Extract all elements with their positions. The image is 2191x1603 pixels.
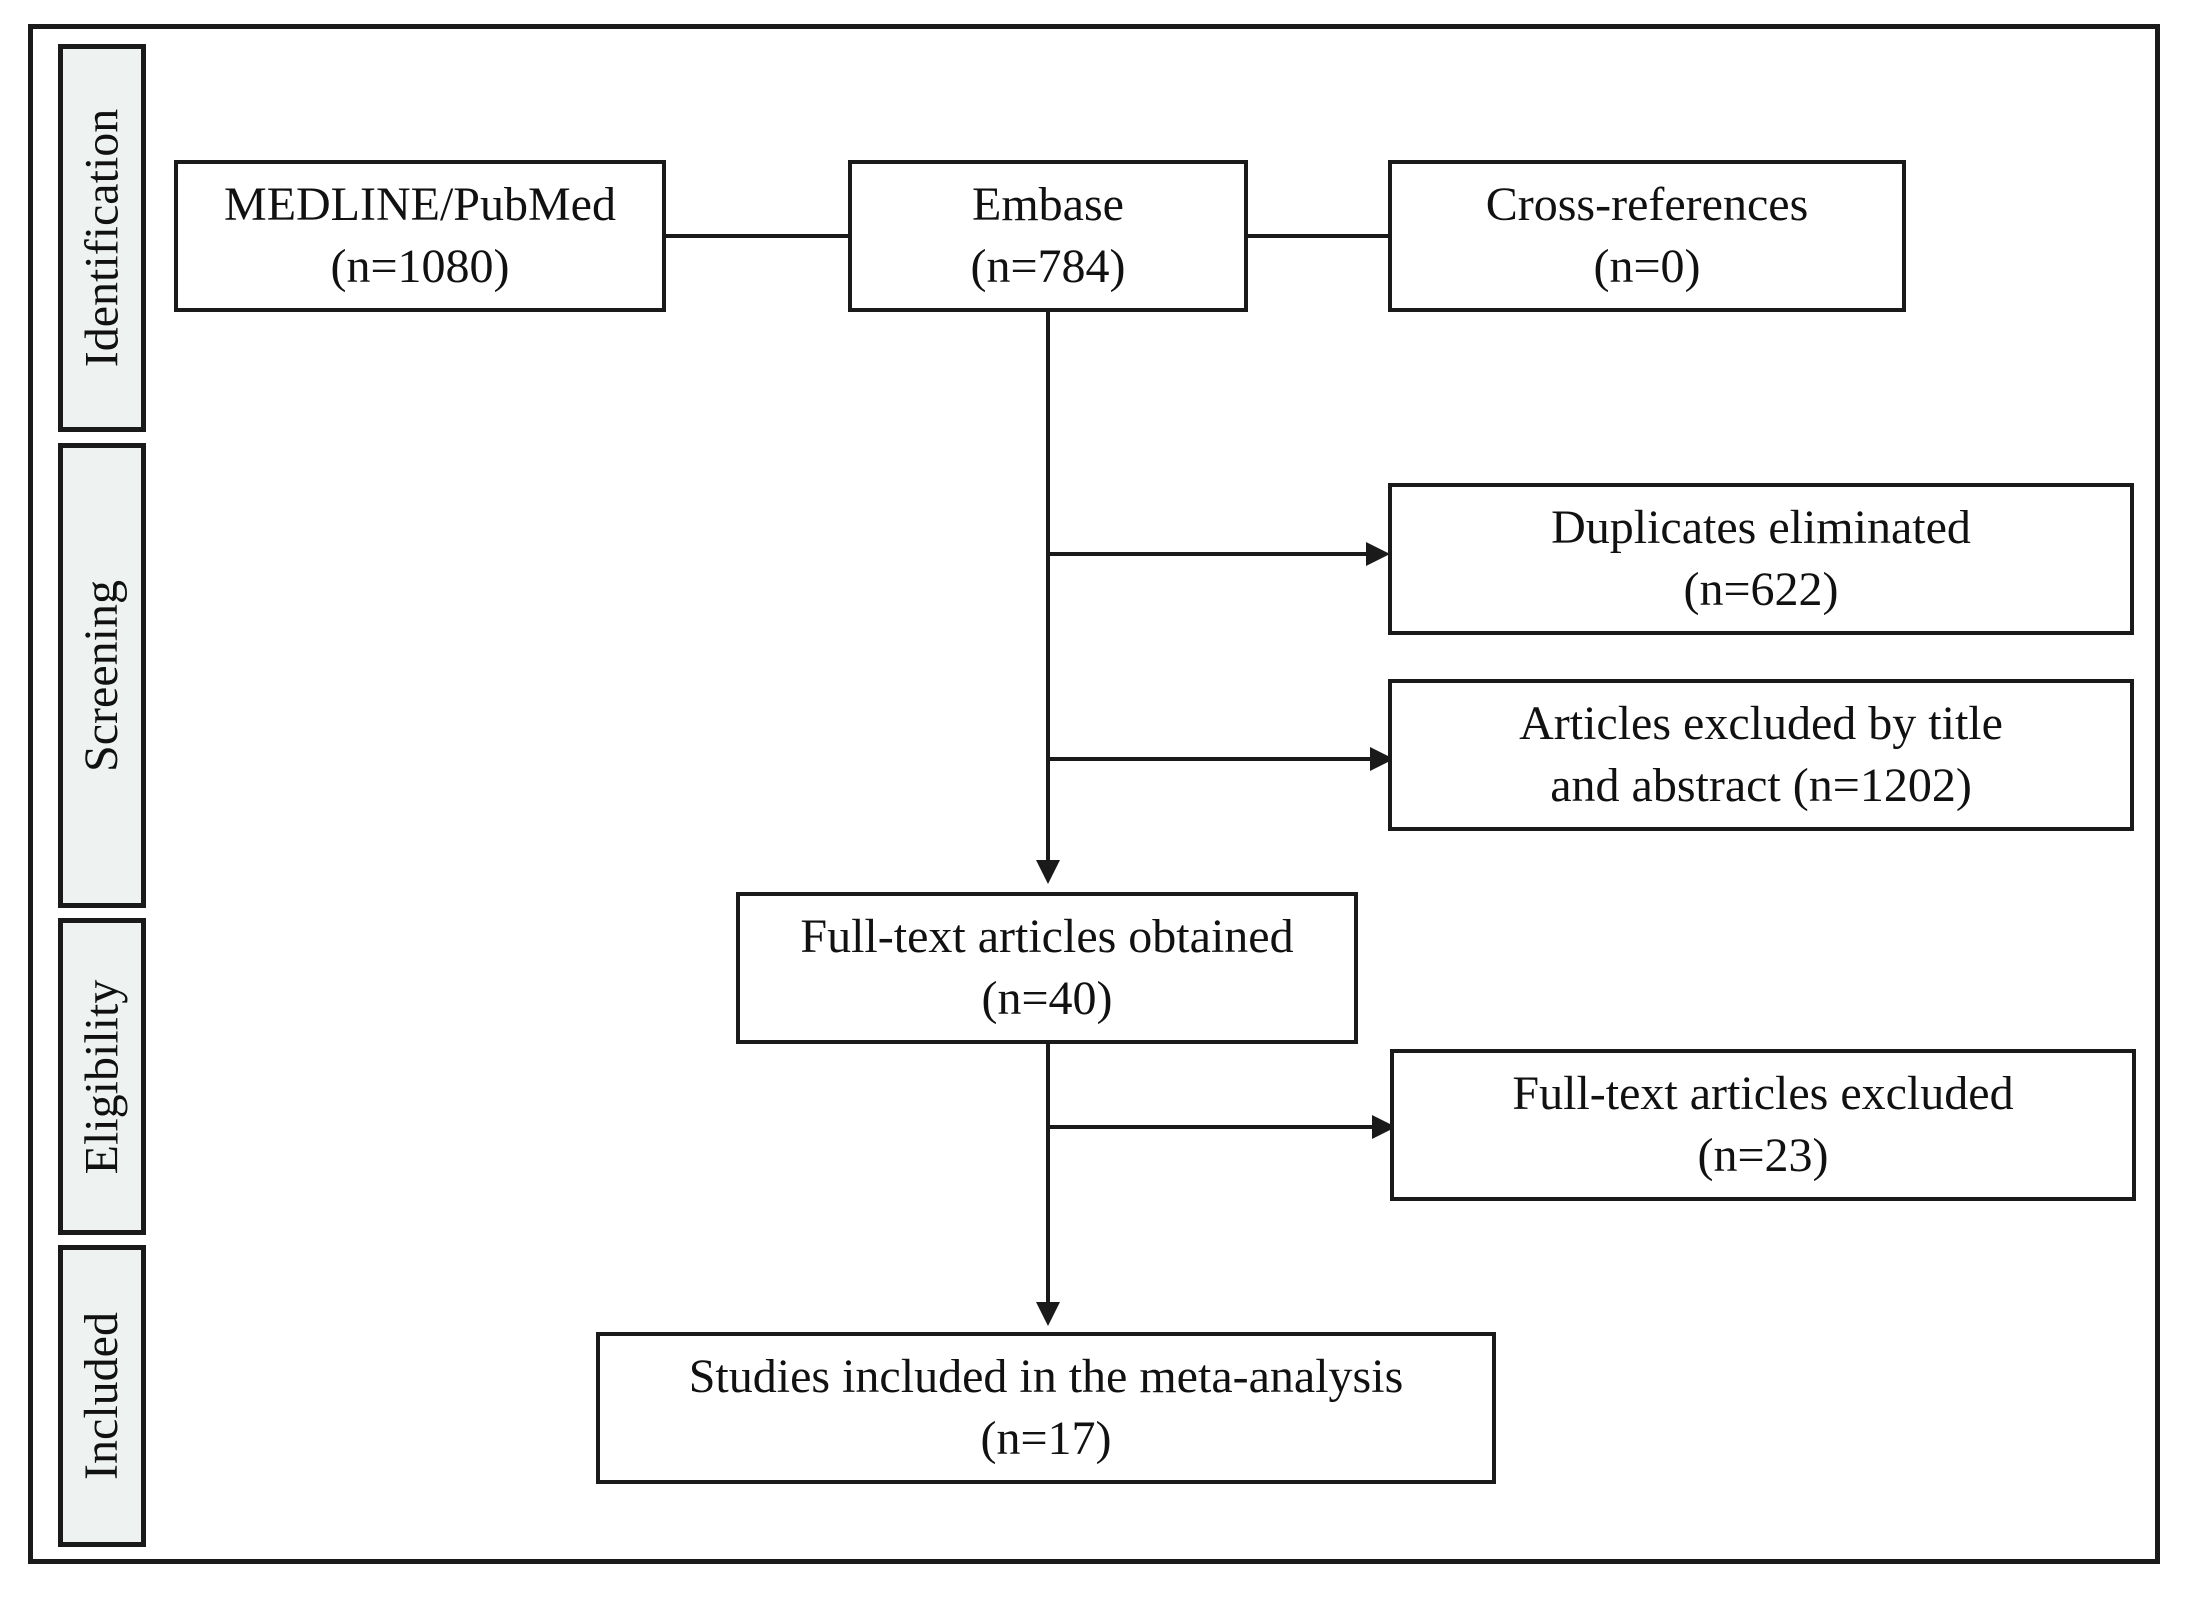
box-excluded-title-line1: Articles excluded by title [1519,696,2003,750]
box-excluded-title-line2: and abstract (n=1202) [1550,759,1972,812]
stage-screening: Screening [58,443,146,908]
box-medline-title: MEDLINE/PubMed [224,177,616,231]
box-full-text-obtained: Full-text articles obtained (n=40) [736,892,1358,1044]
box-duplicates-eliminated: Duplicates eliminated (n=622) [1388,483,2134,635]
box-medline-pubmed: MEDLINE/PubMed (n=1080) [174,160,666,312]
box-duplicates-count: (n=622) [1683,563,1839,616]
box-full-text-obtained-title: Full-text articles obtained [800,909,1294,963]
box-full-text-excluded-count: (n=23) [1697,1129,1829,1182]
box-cross-references-title: Cross-references [1485,177,1809,231]
box-embase-title: Embase [972,177,1124,231]
stage-included-label: Included [75,1312,128,1480]
stage-identification: Identification [58,44,146,432]
box-full-text-obtained-count: (n=40) [981,972,1113,1025]
box-full-text-excluded-title: Full-text articles excluded [1512,1066,2014,1120]
box-full-text-excluded: Full-text articles excluded (n=23) [1390,1049,2136,1201]
stage-identification-label: Identification [75,108,128,368]
stage-screening-label: Screening [75,579,128,772]
stage-included: Included [58,1245,146,1547]
box-excluded-title-abstract: Articles excluded by title and abstract … [1388,679,2134,831]
box-cross-references: Cross-references (n=0) [1388,160,1906,312]
box-cross-references-count: (n=0) [1593,240,1701,293]
box-studies-included-title: Studies included in the meta-analysis [688,1349,1404,1403]
box-studies-included-count: (n=17) [980,1412,1112,1465]
box-studies-included: Studies included in the meta-analysis (n… [596,1332,1496,1484]
box-embase-count: (n=784) [970,240,1126,293]
stage-eligibility-label: Eligibility [75,979,129,1174]
box-embase: Embase (n=784) [848,160,1248,312]
box-duplicates-title: Duplicates eliminated [1551,500,1971,554]
box-medline-count: (n=1080) [330,240,510,293]
stage-eligibility: Eligibility [58,918,146,1235]
